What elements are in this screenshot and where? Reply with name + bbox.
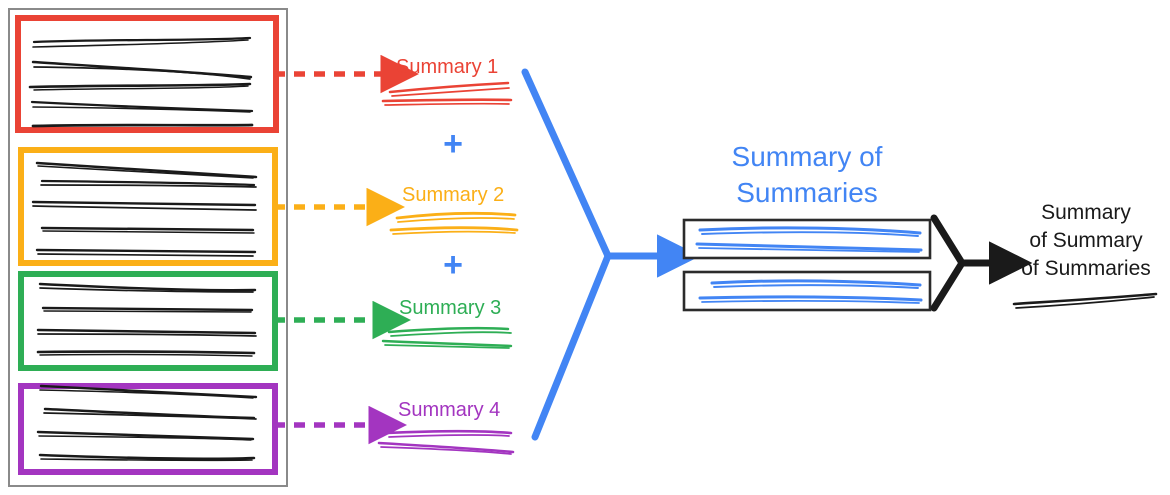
summary-of-summaries-title-line-1: Summary of	[731, 141, 883, 172]
summary-2-scribble	[389, 211, 519, 235]
plus-operator-1: +	[443, 125, 463, 163]
summary-2-label: Summary 2	[402, 184, 505, 206]
sos-box-2[interactable]	[682, 270, 932, 312]
chunk-2-group[interactable]	[18, 147, 278, 266]
final-summary-title-line-2: of Summary	[1029, 229, 1143, 252]
final-summary-title-line-3: of Summaries	[1021, 257, 1151, 280]
blue-merge-arrow	[521, 68, 701, 441]
summary-4-scribble	[377, 429, 515, 455]
final-summary-scribble	[1012, 292, 1158, 309]
plus-operator-2: +	[443, 246, 463, 284]
chunk-3-group[interactable]	[18, 271, 278, 371]
summary-3-label: Summary 3	[399, 297, 502, 319]
source-document-frame	[8, 8, 288, 487]
sos-box-2-scribble	[698, 279, 923, 304]
summary-1-scribble	[381, 81, 513, 106]
sos-box-1-scribble	[695, 226, 923, 253]
chunk-1-text-lines	[28, 36, 254, 128]
black-merge-arrow	[930, 214, 1033, 312]
sos-box-1-group[interactable]	[682, 218, 932, 260]
summary-1-label: Summary 1	[396, 56, 499, 78]
sos-box-2-group[interactable]	[682, 270, 932, 312]
chunk-4-text-lines	[36, 384, 258, 462]
summary-of-summaries-title-line-2: Summaries	[736, 177, 878, 208]
chunk-4-group[interactable]	[18, 383, 278, 475]
chunk-1-box[interactable]	[15, 15, 279, 133]
summary-4-label: Summary 4	[398, 399, 501, 421]
summary-3-scribble	[381, 326, 513, 349]
chunk-1-group[interactable]	[15, 15, 279, 133]
chunk-3-text-lines	[36, 282, 257, 357]
final-summary-title-line-1: Summary	[1041, 201, 1131, 224]
chunk-2-text-lines	[31, 161, 258, 257]
